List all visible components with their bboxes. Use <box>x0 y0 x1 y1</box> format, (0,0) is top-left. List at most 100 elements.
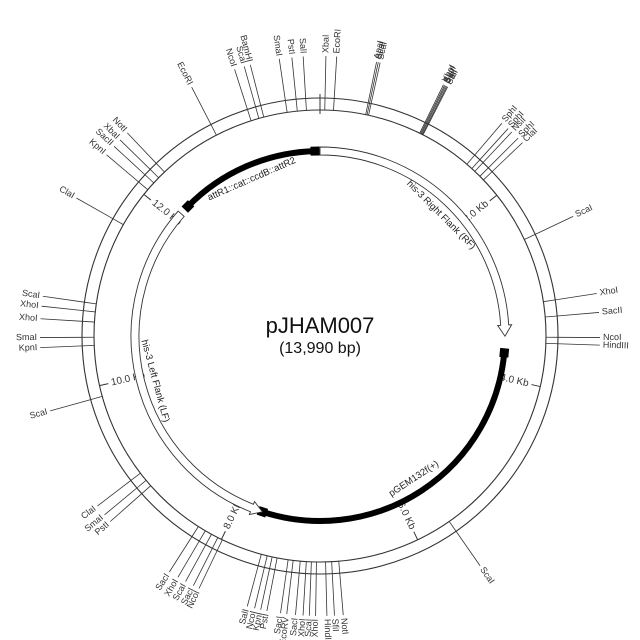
kb-tick-mark <box>99 383 109 387</box>
kb-tick-mark <box>489 194 498 202</box>
site-tick <box>474 162 484 172</box>
site-psti-1: PstI <box>286 38 298 112</box>
site-tick <box>138 181 148 191</box>
site-label: SmaI <box>16 332 37 342</box>
site-leader <box>246 565 259 607</box>
site-label: EcoRI <box>175 60 195 86</box>
site-tick <box>368 103 372 116</box>
site-leader <box>97 480 132 507</box>
site-label: ScaI <box>234 45 249 65</box>
site-xhoi-19: XhoI <box>543 285 619 303</box>
site-leader <box>482 131 513 163</box>
site-tick <box>130 472 141 481</box>
feature-arrow <box>130 210 264 516</box>
site-psti-33: PstI <box>258 557 278 630</box>
site-tick <box>136 480 147 489</box>
site-leader <box>169 536 193 573</box>
site-label: KpnI <box>19 342 38 353</box>
site-leader <box>110 493 142 522</box>
site-tick <box>216 539 223 551</box>
site-scai-23: ScaI <box>448 521 497 585</box>
site-tick <box>247 109 252 121</box>
site-scai-6: ScaI <box>366 40 387 116</box>
site-label: SfiI <box>330 618 341 632</box>
site-label: XhoI <box>296 618 307 637</box>
feature-3: his-3 Left Flank (LF) <box>130 210 264 516</box>
site-label: KpnI <box>251 611 265 631</box>
site-leader <box>302 56 307 99</box>
site-leader <box>491 142 523 172</box>
site-leader <box>339 573 344 616</box>
site-tick <box>255 106 260 119</box>
site-leader <box>42 295 85 303</box>
site-leader <box>488 137 519 169</box>
feature-end-marker <box>181 200 195 213</box>
site-label: ScaI <box>573 202 594 219</box>
site-tick <box>264 555 268 568</box>
site-tick <box>84 301 97 305</box>
site-leader <box>325 573 328 616</box>
site-label: XbaI <box>320 34 330 53</box>
site-leader <box>479 128 509 160</box>
site-leader <box>278 58 286 101</box>
site-tick <box>305 561 307 574</box>
site-smai-0: SmaI <box>271 34 288 113</box>
feature-arc <box>261 352 508 524</box>
site-tick <box>149 169 159 179</box>
site-tick <box>524 233 536 240</box>
site-tick <box>305 98 307 111</box>
site-leader <box>41 305 84 312</box>
site-leader <box>280 571 287 614</box>
site-leader <box>119 139 151 170</box>
site-ecori-4: EcoRI <box>331 29 343 111</box>
site-saci-30: SacI <box>288 561 301 636</box>
site-noti-55: NotI <box>111 115 165 173</box>
site-leader <box>557 312 600 317</box>
site-label: SacI <box>288 617 300 636</box>
site-sali-36: SalI <box>237 554 262 625</box>
site-leader <box>254 567 265 609</box>
site-tick <box>483 171 493 181</box>
site-leader <box>455 531 481 566</box>
site-bamhi-59: BamHI <box>238 34 265 118</box>
site-leader <box>198 550 218 589</box>
site-tick <box>421 123 428 135</box>
site-leader <box>193 548 213 586</box>
site-tick <box>448 521 457 532</box>
site-tick <box>155 163 165 173</box>
site-tick <box>83 310 96 313</box>
site-tick <box>479 167 489 177</box>
site-leader <box>331 573 335 616</box>
site-label: NcoI <box>603 332 622 342</box>
site-tick <box>260 105 265 118</box>
site-leader <box>424 84 444 123</box>
site-sphi-13: SphI <box>466 103 519 165</box>
site-ecorv-31: EcoRV <box>278 560 294 640</box>
feature-end-marker <box>499 347 510 358</box>
site-ncoi-35: NcoI <box>244 555 268 630</box>
site-leader <box>426 85 446 124</box>
site-tick <box>112 218 124 225</box>
site-ncoi-21: NcoI <box>545 332 622 342</box>
site-leader <box>40 345 83 349</box>
site-leader <box>474 122 503 156</box>
site-leader <box>324 56 327 99</box>
site-label: XhoI <box>19 312 38 323</box>
feature-2: pGEM132f(+) <box>256 347 510 524</box>
site-scai-7: ScaI <box>368 41 389 116</box>
site-leader <box>185 544 207 582</box>
site-leader <box>370 62 381 104</box>
site-tick <box>471 159 481 169</box>
site-leader <box>260 568 271 610</box>
site-sphi-16: SphI <box>479 119 536 177</box>
site-label: ScaI <box>303 619 314 637</box>
site-label: HindIII <box>323 619 334 640</box>
site-leader <box>291 57 297 100</box>
site-xbai-54: XbaI <box>102 121 159 179</box>
site-leader <box>535 216 574 235</box>
site-tick <box>466 154 475 165</box>
site-tick <box>420 122 427 134</box>
site-sfii-25: SfiI <box>330 561 341 632</box>
site-label: SalI <box>298 38 309 54</box>
site-sacii-20: SacII <box>545 305 623 318</box>
